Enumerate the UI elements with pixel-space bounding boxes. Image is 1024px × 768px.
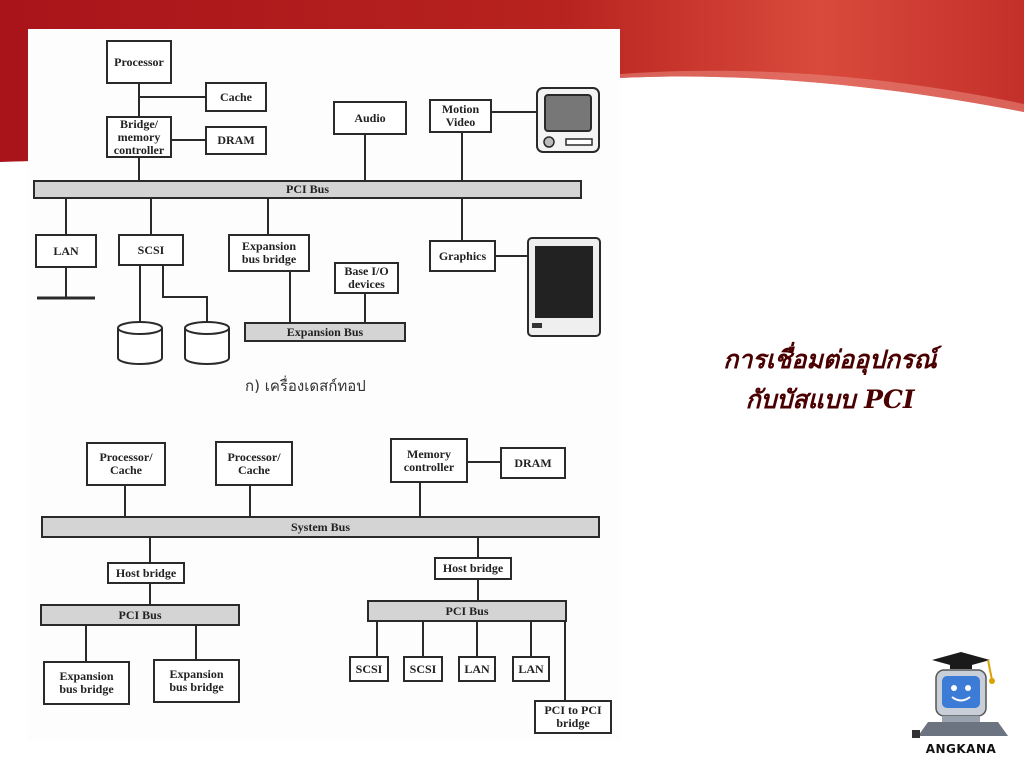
memory-controller-box: Memory controller [390,438,468,483]
expansion-bus-bridge-box: Expansion bus bridge [228,234,310,272]
slide-title-line-2: กับบัสแบบ PCI [745,385,915,414]
computer-mascot-icon [912,652,1008,738]
expansion-bus: Expansion Bus [244,322,406,342]
base-io-devices-box: Base I/O devices [334,262,399,294]
system-bus: System Bus [41,516,600,538]
slide-title: การเชื่อมต่ออุปกรณ์ กับบัสแบบ PCI [650,340,1010,420]
dram-box: DRAM [205,126,267,155]
bridge-memory-controller-box: Bridge/ memory controller [106,116,172,158]
expansion-bus-bridge-box-1: Expansion bus bridge [43,661,130,705]
cache-box: Cache [205,82,267,112]
lan-box-2: LAN [512,656,550,682]
diagram-caption: ก) เครื่องเดสก์ทอป [245,377,366,395]
monitor-icon [536,87,600,153]
expansion-bus-bridge-box-2: Expansion bus bridge [153,659,240,703]
scsi-box: SCSI [118,234,184,266]
host-bridge-box-1: Host bridge [107,562,185,584]
logo-text: ANGKANA [925,742,997,756]
pci-bus-1: PCI Bus [40,604,240,626]
scsi-box-1: SCSI [349,656,389,682]
graphics-box: Graphics [429,240,496,272]
processor-cache-box-1: Processor/ Cache [86,442,166,486]
processor-box: Processor [106,40,172,84]
slide-title-line-1: การเชื่อมต่ออุปกรณ์ [723,345,937,374]
scsi-box-2: SCSI [403,656,443,682]
monitor-icon [527,237,601,337]
disk-icon [117,321,163,365]
motion-video-box: Motion Video [429,99,492,133]
pci-bus: PCI Bus [33,180,582,199]
disk-icon [184,321,230,365]
processor-cache-box-2: Processor/ Cache [215,441,293,486]
lan-box: LAN [35,234,97,268]
dram-box: DRAM [500,447,566,479]
pci-to-pci-bridge-box: PCI to PCI bridge [534,700,612,734]
audio-box: Audio [333,101,407,135]
lan-box-1: LAN [458,656,496,682]
host-bridge-box-2: Host bridge [434,557,512,580]
pci-bus-2: PCI Bus [367,600,567,622]
angkana-logo: ANGKANA [902,650,1020,764]
